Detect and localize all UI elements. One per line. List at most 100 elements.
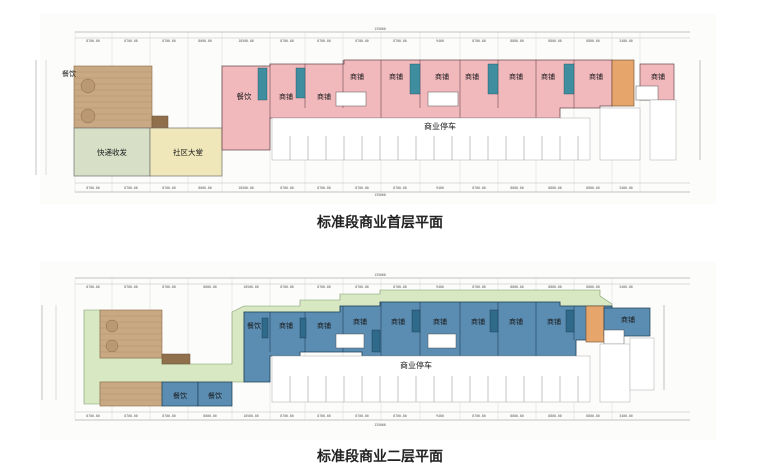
svg-text:8800.00: 8800.00	[510, 414, 524, 418]
label-community-hall: 社区大堂	[173, 147, 203, 157]
svg-text:8800.00: 8800.00	[586, 414, 600, 418]
ground-floor-caption: 标准段商业首层平面	[317, 215, 443, 231]
svg-text:135000: 135000	[374, 423, 386, 427]
svg-text:8700.00: 8700.00	[393, 285, 407, 289]
label-shop: 商铺	[317, 321, 331, 330]
svg-text:8800.00: 8800.00	[586, 186, 600, 190]
second-floor-plan: 餐饮 商铺 商铺 商铺 商铺 商铺 商铺 商铺 商铺 商铺 餐饮 餐饮 商业停车…	[41, 273, 690, 427]
svg-text:9400: 9400	[436, 285, 444, 289]
label-shop: 商铺	[433, 317, 447, 326]
label-shop: 商铺	[471, 317, 485, 326]
svg-text:8700.00: 8700.00	[86, 285, 100, 289]
label-dining-unit-2: 餐饮	[208, 391, 222, 400]
svg-text:8700.00: 8700.00	[317, 39, 331, 43]
dims-second: 8700.00 8700.00 8700.00 8000.00 10500.00…	[86, 285, 633, 418]
svg-text:8000.00: 8000.00	[198, 39, 212, 43]
svg-text:8700.00: 8700.00	[355, 39, 369, 43]
label-dining-ground: 餐饮	[237, 91, 252, 101]
svg-text:8800.00: 8800.00	[586, 39, 600, 43]
svg-text:8700.00: 8700.00	[393, 39, 407, 43]
svg-text:8700.00: 8700.00	[86, 186, 100, 190]
label-shop: 商铺	[389, 72, 403, 81]
svg-text:9400: 9400	[436, 186, 444, 190]
svg-text:8700.00: 8700.00	[86, 414, 100, 418]
svg-text:8000.00: 8000.00	[203, 414, 217, 418]
label-shop: 商铺	[350, 72, 364, 81]
svg-text:10500.00: 10500.00	[238, 186, 253, 190]
label-shop: 商铺	[279, 321, 293, 330]
svg-text:8700.00: 8700.00	[124, 285, 138, 289]
svg-text:8700.00: 8700.00	[162, 39, 176, 43]
label-shop: 商铺	[391, 317, 405, 326]
svg-text:8800.00: 8800.00	[586, 285, 600, 289]
label-shop: 商铺	[435, 72, 449, 81]
svg-text:8700.00: 8700.00	[393, 186, 407, 190]
label-shop: 商铺	[317, 92, 331, 101]
label-shop: 商铺	[547, 317, 561, 326]
svg-text:8700.00: 8700.00	[355, 414, 369, 418]
svg-text:8800.00: 8800.00	[548, 186, 562, 190]
dim-total-second: 135000	[374, 273, 386, 277]
svg-text:8800.00: 8800.00	[510, 285, 524, 289]
label-shop: 商铺	[589, 72, 603, 81]
svg-text:135000: 135000	[374, 193, 386, 197]
svg-text:8000.00: 8000.00	[198, 186, 212, 190]
svg-text:8700.00: 8700.00	[280, 285, 294, 289]
svg-text:8700.00: 8700.00	[124, 186, 138, 190]
label-shop: 商铺	[621, 315, 635, 324]
label-dining-second: 餐饮	[247, 321, 261, 330]
svg-text:8700.00: 8700.00	[124, 39, 138, 43]
parking-stalls-second	[271, 355, 591, 403]
label-parking-second: 商业停车	[400, 360, 432, 370]
label-shop: 商铺	[541, 72, 555, 81]
svg-text:9400: 9400	[436, 414, 444, 418]
community-hall	[149, 127, 223, 177]
svg-text:8700.00: 8700.00	[280, 414, 294, 418]
svg-text:8700.00: 8700.00	[472, 414, 486, 418]
svg-text:8700.00: 8700.00	[317, 186, 331, 190]
svg-text:8800.00: 8800.00	[548, 285, 562, 289]
label-shop: 商铺	[279, 92, 293, 101]
label-dining-unit-1: 餐饮	[173, 391, 187, 400]
label-courier: 快递收发	[97, 147, 127, 157]
dim-total-ground: 135000	[374, 27, 386, 31]
svg-text:8700.00: 8700.00	[393, 414, 407, 418]
svg-text:8800.00: 8800.00	[548, 414, 562, 418]
svg-text:8700.00: 8700.00	[162, 186, 176, 190]
dims-ground: 8700.00 8700.00 8700.00 8000.00 10500.00…	[86, 39, 633, 190]
ground-floor-plan: 餐饮 快递收发 社区大堂 餐饮 商铺 商铺 商铺 商铺 商铺 商铺 商铺 商铺 …	[35, 27, 701, 197]
svg-text:8700.00: 8700.00	[280, 39, 294, 43]
label-shop: 商铺	[509, 317, 523, 326]
svg-text:8700.00: 8700.00	[472, 186, 486, 190]
svg-text:8800.00: 8800.00	[510, 39, 524, 43]
parking-stalls-ground	[271, 117, 591, 161]
svg-text:8700.00: 8700.00	[162, 414, 176, 418]
label-dining-ground-deck: 餐饮	[62, 69, 76, 78]
svg-text:10500.00: 10500.00	[238, 39, 253, 43]
svg-text:8700.00: 8700.00	[472, 285, 486, 289]
svg-text:10500.00: 10500.00	[243, 414, 258, 418]
svg-text:9400: 9400	[436, 39, 444, 43]
svg-text:8000.00: 8000.00	[203, 285, 217, 289]
svg-text:8700.00: 8700.00	[280, 186, 294, 190]
label-shop: 商铺	[651, 72, 665, 81]
svg-text:8700.00: 8700.00	[317, 414, 331, 418]
label-shop: 商铺	[465, 72, 479, 81]
svg-text:8800.00: 8800.00	[510, 186, 524, 190]
svg-text:8700.00: 8700.00	[355, 186, 369, 190]
shop-zone-ground	[221, 59, 613, 151]
svg-text:8700.00: 8700.00	[124, 414, 138, 418]
svg-text:8800.00: 8800.00	[548, 39, 562, 43]
svg-text:3400.00: 3400.00	[619, 285, 633, 289]
svg-text:3400.00: 3400.00	[619, 39, 633, 43]
svg-text:8700.00: 8700.00	[355, 285, 369, 289]
dining-unit-1	[161, 381, 199, 407]
svg-text:3400.00: 3400.00	[619, 186, 633, 190]
svg-text:8700.00: 8700.00	[86, 39, 100, 43]
label-parking-ground: 商业停车	[424, 121, 456, 131]
svg-text:3400.00: 3400.00	[619, 414, 633, 418]
dining-unit-2	[197, 381, 233, 407]
svg-text:8700.00: 8700.00	[472, 39, 486, 43]
stair-core	[257, 63, 575, 101]
